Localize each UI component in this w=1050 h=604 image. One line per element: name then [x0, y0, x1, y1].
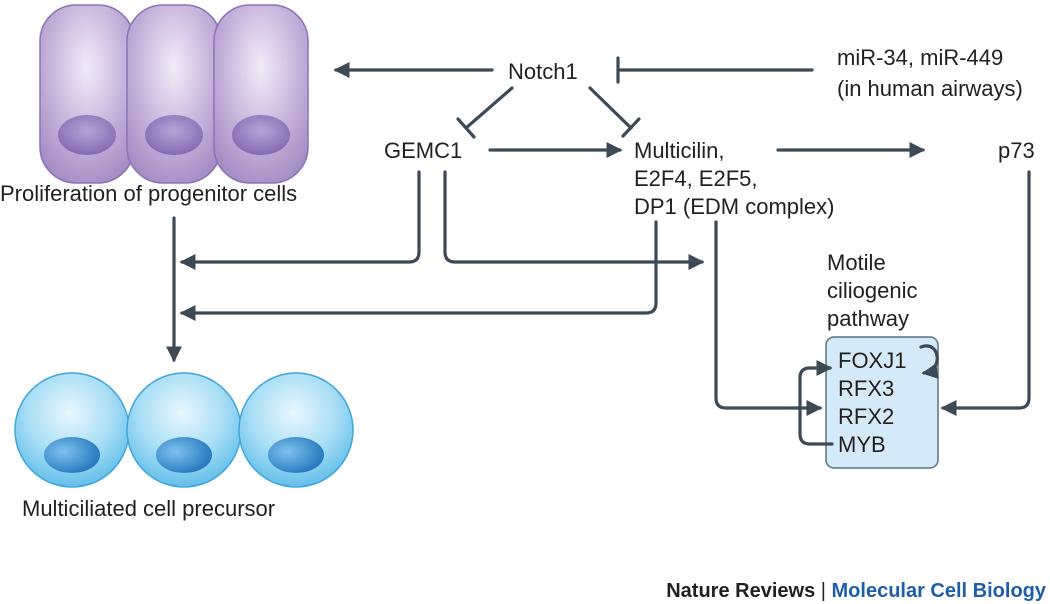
arrow-gemc1-to-differentiation: [179, 170, 421, 270]
arrow-myb-to-foxj1: [798, 360, 834, 446]
precursor-cell-3: [238, 372, 354, 488]
mirna-label-line1: miR-34, miR-449: [837, 45, 1003, 70]
journal-credit: Nature Reviews | Molecular Cell Biology: [666, 580, 1047, 602]
precursor-nucleus-3: [268, 437, 324, 473]
multicilin-label-line3: DP1 (EDM complex): [634, 194, 834, 219]
progenitor-cells: [39, 4, 309, 184]
arrow-foxj1-self-loop: [919, 344, 939, 379]
progenitor-nucleus-2: [145, 115, 203, 155]
progenitor-nucleus-3: [232, 115, 290, 155]
pathway-label-line3: pathway: [827, 306, 909, 331]
precursor-cells: [14, 372, 354, 488]
rfx2-label: RFX2: [838, 404, 894, 429]
mirna-label-line2: (in human airways): [837, 76, 1023, 101]
pathway-label-line2: ciliogenic: [827, 278, 918, 303]
foxj1-label: FOXJ1: [838, 348, 906, 373]
inhibition-bar-gemc1: [456, 117, 476, 139]
arrow-p73-to-rfx2: [940, 170, 1031, 416]
rfx3-label: RFX3: [838, 376, 894, 401]
credit-section: Molecular Cell Biology: [832, 580, 1047, 602]
credit-journal: Nature Reviews: [666, 580, 815, 602]
pathway-box: [825, 336, 939, 469]
gemc1-label: GEMC1: [384, 138, 462, 163]
notch1-label: Notch1: [508, 59, 578, 84]
progenitor-cell-1: [39, 4, 135, 184]
pathway-label-line1: Motile: [827, 250, 886, 275]
progenitor-cell-2: [126, 4, 222, 184]
arrow-gemc1-to-ciliogenesis: [443, 170, 705, 270]
inhibition-bar-multicilin: [621, 117, 641, 138]
myb-label: MYB: [838, 432, 886, 457]
edges: [166, 56, 1031, 446]
labels: Notch1 miR-34, miR-449 (in human airways…: [0, 45, 1035, 521]
credit-separator: |: [815, 580, 831, 602]
arrow-edm-to-rfx2: [714, 220, 823, 416]
precursor-nucleus-1: [44, 437, 100, 473]
progenitor-nucleus-1: [58, 115, 116, 155]
multicilin-label-line2: E2F4, E2F5,: [634, 166, 758, 191]
precursor-nucleus-2: [156, 437, 212, 473]
inhibition-notch1-to-gemc1: [464, 86, 514, 130]
arrow-edm-to-differentiation: [179, 220, 658, 321]
multicilin-label-line1: Multicilin,: [634, 138, 724, 163]
inhibition-notch1-to-multicilin: [588, 86, 633, 130]
p73-label: p73: [998, 138, 1035, 163]
precursor-label: Multiciliated cell precursor: [22, 496, 275, 521]
progenitor-label: Proliferation of progenitor cells: [0, 181, 297, 206]
progenitor-cell-3: [213, 4, 309, 184]
